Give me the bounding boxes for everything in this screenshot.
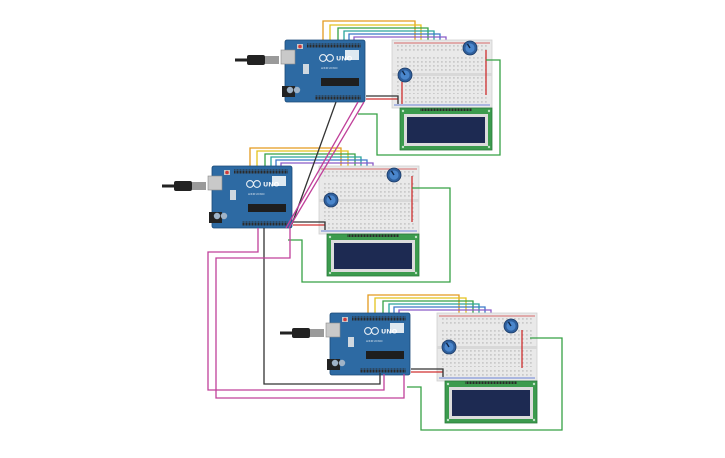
wire-black — [366, 95, 399, 104]
wire-green-lcd — [288, 187, 451, 283]
lcd-display-2[interactable] — [326, 233, 420, 277]
lcd-display-1[interactable] — [399, 107, 493, 151]
wire-magenta-link-2-3 — [207, 228, 385, 391]
usb-cable-2[interactable] — [160, 179, 208, 193]
potentiometer-1a[interactable] — [462, 40, 478, 56]
circuit-group-2[interactable] — [160, 147, 451, 283]
potentiometer-1b[interactable] — [397, 67, 413, 83]
arduino-board-2[interactable] — [207, 165, 293, 229]
power-wires-1[interactable] — [358, 50, 501, 156]
potentiometer-2a[interactable] — [386, 167, 402, 183]
arduino-board-1[interactable] — [280, 39, 366, 103]
arduino-board-3[interactable] — [325, 312, 411, 376]
wire-magenta-link-2-3b — [215, 228, 405, 399]
potentiometer-3b[interactable] — [441, 339, 457, 355]
wire-magenta-link-1-2 — [285, 101, 359, 229]
wire-black — [411, 368, 444, 377]
wire-green-lcd — [358, 59, 501, 156]
wire-black — [293, 221, 326, 230]
usb-cable-3[interactable] — [278, 326, 326, 340]
power-wires-3[interactable] — [407, 330, 563, 431]
circuit-group-3[interactable] — [278, 294, 563, 431]
circuit-group-1[interactable] — [233, 20, 501, 156]
wire-magenta-link-1-2b — [288, 101, 365, 229]
usb-cable-1[interactable] — [233, 53, 281, 67]
potentiometer-2b[interactable] — [323, 192, 339, 208]
wire-black-link-2-3 — [263, 228, 381, 385]
potentiometer-3a[interactable] — [503, 318, 519, 334]
wire-green-lcd — [407, 337, 563, 431]
lcd-display-3[interactable] — [444, 380, 538, 424]
power-wires-2[interactable] — [288, 176, 451, 283]
inter-board-wires[interactable] — [207, 101, 405, 399]
